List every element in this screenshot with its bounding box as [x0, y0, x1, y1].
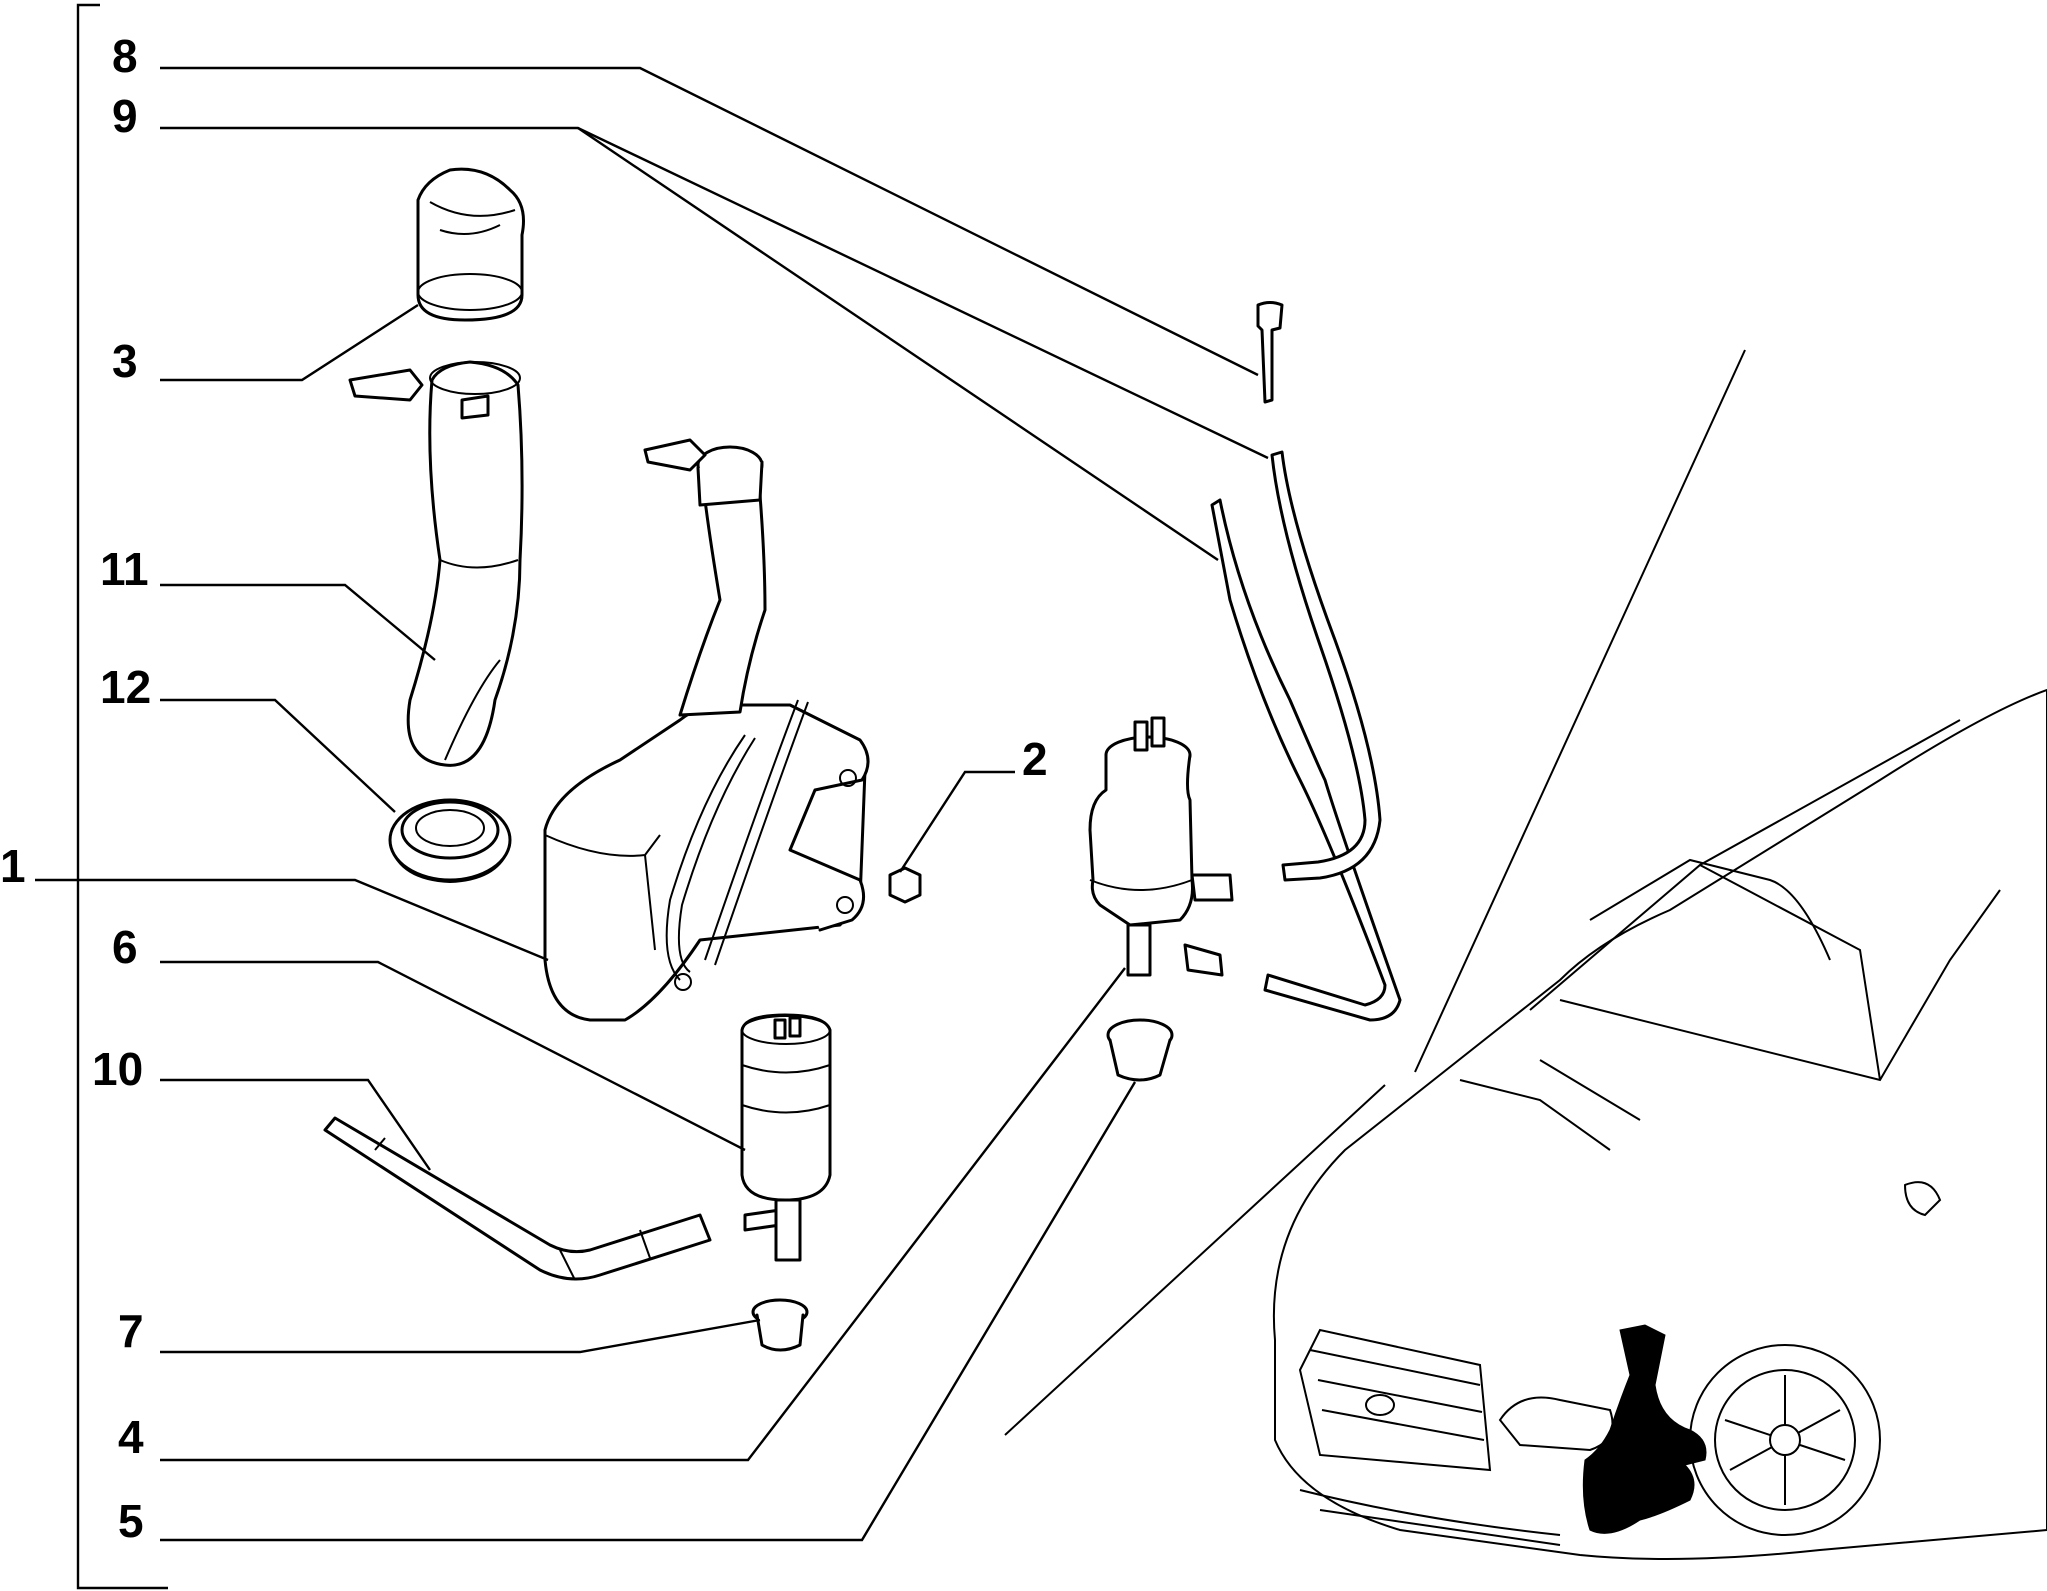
part-nut	[888, 866, 922, 904]
leader-9b	[577, 127, 1219, 561]
callout-5: 5	[118, 1495, 144, 1547]
part-washer-pump-right	[1088, 716, 1234, 977]
leader-8	[160, 66, 1259, 377]
highlighted-reservoir	[1582, 1324, 1707, 1534]
callout-6: 6	[112, 921, 138, 973]
part-hose	[323, 1116, 712, 1281]
leader-5	[160, 1081, 1137, 1542]
car-illustration	[1004, 349, 2047, 1560]
part-small-grommet	[751, 1298, 809, 1352]
callout-7: 7	[118, 1305, 144, 1357]
leader-4	[160, 967, 1126, 1462]
leader-9	[160, 126, 1269, 460]
part-grommet-ring	[388, 798, 512, 884]
leader-6	[160, 960, 746, 1152]
part-connector	[1256, 301, 1284, 404]
leader-10	[160, 1078, 431, 1171]
callout-9: 9	[112, 90, 138, 142]
assembly-bracket	[76, 3, 168, 1590]
leader-2	[898, 770, 1015, 873]
callout-8: 8	[112, 30, 138, 82]
part-hoses	[1210, 450, 1402, 1022]
callout-10: 10	[92, 1043, 143, 1095]
leader-11	[160, 583, 436, 661]
callout-1: 1	[0, 840, 26, 892]
part-filler-cap	[416, 167, 525, 322]
leader-1	[35, 878, 549, 962]
part-washer-reservoir	[543, 438, 870, 1022]
part-washer-pump	[740, 1013, 832, 1262]
callout-4: 4	[118, 1411, 144, 1463]
callout-3: 3	[112, 335, 138, 387]
part-pump-grommet	[1106, 1018, 1174, 1082]
leader-12	[160, 698, 396, 813]
leader-7	[160, 1318, 761, 1354]
callout-12: 12	[100, 661, 151, 713]
leader-3	[160, 303, 419, 382]
leader-lines	[35, 66, 1269, 1542]
callout-labels: 8 9 3 11 12 1 2 6 10 7 4 5	[0, 30, 1048, 1547]
callout-11: 11	[100, 543, 149, 595]
callout-2: 2	[1022, 733, 1048, 785]
part-filler-neck	[348, 360, 524, 767]
